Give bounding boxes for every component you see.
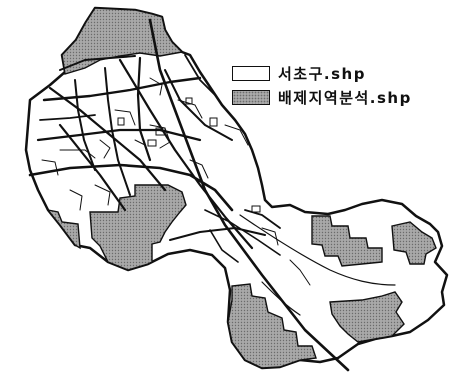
exclusion-area-far-east (391, 221, 437, 265)
legend-label-district: 서초구.shp (278, 64, 366, 83)
exclusion-area-west (46, 208, 81, 250)
legend-item-district: 서초구.shp (232, 61, 447, 85)
road-network (28, 18, 396, 372)
legend-swatch-district (232, 65, 270, 81)
exclusion-area-east-lower (329, 291, 405, 343)
exclusion-area-east (311, 215, 383, 267)
map-legend: 서초구.shp 배제지역분석.shp (232, 61, 447, 109)
legend-swatch-exclusion (232, 89, 270, 105)
legend-item-exclusion: 배제지역분석.shp (232, 85, 447, 109)
exclusion-area-center-west (89, 184, 187, 271)
building-blocks (117, 97, 261, 213)
exclusion-area-south (227, 283, 317, 369)
legend-label-exclusion: 배제지역분석.shp (278, 88, 412, 107)
exclusion-areas (46, 7, 437, 369)
